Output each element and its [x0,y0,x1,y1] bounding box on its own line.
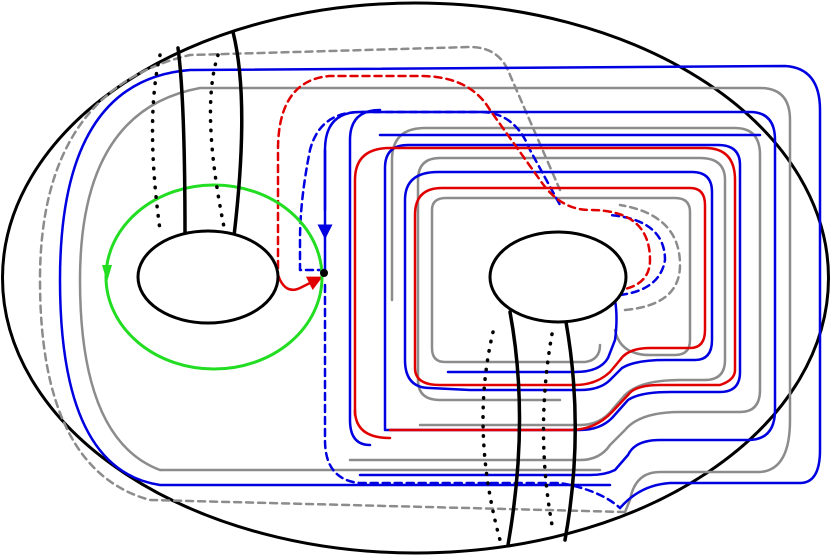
gray-dashed-outer [38,45,627,514]
left-handle-dots-1 [150,53,162,232]
blue-solid-outer [58,64,822,510]
red-loop-1 [353,146,737,432]
basepoint-dot [320,269,328,277]
right-hole [488,230,628,324]
blue-curves [58,64,822,510]
green-arrowhead [102,265,112,282]
left-hole [136,229,280,325]
blue-dashed-1 [298,110,562,272]
right-handle [481,310,577,547]
right-handle-edge-1 [506,310,522,547]
blue-loop-5 [383,143,742,432]
right-handle-edge-2 [563,320,577,542]
gray-loop-2 [416,156,727,427]
blue-loop-6 [403,170,714,392]
red-arc [276,273,323,292]
left-handle-edge-1 [176,46,187,237]
left-handle [150,30,244,238]
blue-loop-7 [446,298,618,374]
gray-dashed-inner [618,203,682,312]
blue-dashed-2 [323,283,622,510]
right-handle-dots-2 [541,332,554,527]
gray-curves [38,45,792,514]
red-curves [276,74,737,440]
gray-solid-outer [78,86,792,514]
red-loop-1-close [353,408,392,440]
left-handle-edge-2 [231,30,244,238]
gray-loop-1 [348,126,762,462]
left-handle-dots-2 [208,53,227,234]
blue-dashed-3 [608,213,667,297]
gray-loop-3 [430,196,692,364]
